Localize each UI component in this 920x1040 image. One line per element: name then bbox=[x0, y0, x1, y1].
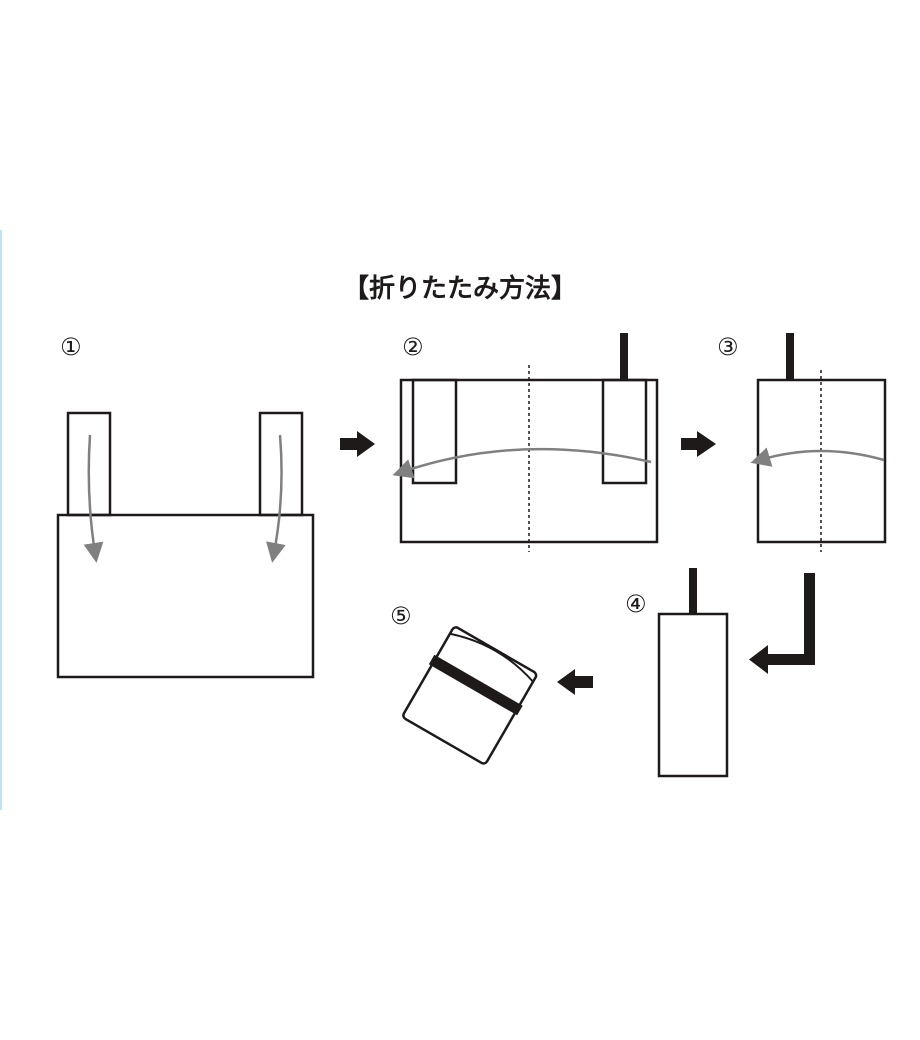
next-arrow-3-to-4 bbox=[749, 573, 815, 674]
step-number-2: ② bbox=[402, 333, 424, 361]
step-3-fold-arrow bbox=[750, 447, 885, 467]
step-3-illustration bbox=[750, 333, 887, 552]
step-1-bag-body bbox=[56, 513, 315, 679]
step-4-illustration bbox=[657, 568, 729, 778]
step-2-right-handle-folded bbox=[601, 378, 648, 485]
step-4-bag-body bbox=[657, 612, 729, 778]
step-5-rolled-bag bbox=[402, 626, 538, 765]
step-number-5: ⑤ bbox=[390, 602, 412, 630]
step-2-illustration bbox=[392, 333, 659, 552]
next-arrow-4-to-5 bbox=[557, 669, 593, 695]
step-2-left-handle-folded bbox=[411, 378, 458, 485]
step-4-strap bbox=[689, 568, 697, 614]
step-2-strap bbox=[620, 333, 628, 380]
step-5-roll-edge bbox=[449, 632, 534, 683]
step-number-1: ① bbox=[60, 333, 82, 361]
step-5-band bbox=[428, 654, 523, 716]
step-1-left-fold-arrow bbox=[83, 434, 104, 563]
diagram-title: 【折りたたみ方法】 bbox=[342, 274, 577, 304]
step-3-strap bbox=[786, 333, 794, 380]
step-1-bag-illustration bbox=[56, 411, 315, 679]
step-number-3: ③ bbox=[717, 333, 739, 361]
next-arrow-2-to-3 bbox=[681, 431, 716, 457]
step-2-fold-arrow bbox=[392, 447, 652, 479]
side-accent-line bbox=[0, 230, 2, 810]
step-5-illustration bbox=[402, 626, 538, 765]
step-1-right-fold-arrow bbox=[266, 434, 286, 563]
step-number-4: ④ bbox=[625, 590, 647, 618]
next-arrow-1-to-2 bbox=[340, 431, 375, 457]
